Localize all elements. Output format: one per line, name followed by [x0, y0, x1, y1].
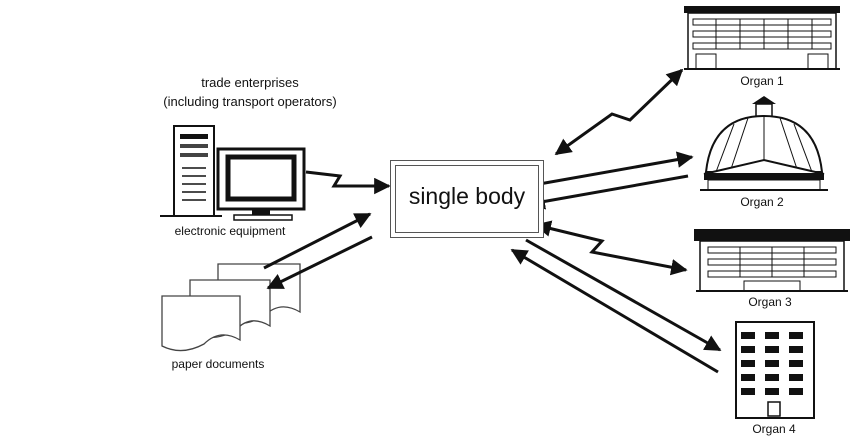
electronic-to-hub-arrow — [305, 170, 391, 195]
organ3-hub-arrow — [534, 220, 688, 276]
organ-4-label: Organ 4 — [752, 422, 796, 436]
electronic-equipment-label: electronic equipment — [174, 224, 286, 238]
paper-to-hub-arrow — [263, 212, 372, 270]
hub-to-organ2-arrow — [527, 151, 694, 188]
paper-documents-icon — [161, 263, 301, 352]
organ1-hub-arrow — [554, 68, 684, 156]
computer-icon — [160, 125, 306, 221]
office-building-icon — [684, 6, 840, 70]
single-body-inner-frame — [395, 165, 539, 233]
tower-building-icon — [735, 321, 815, 419]
single-body-box: single body — [390, 160, 544, 238]
hub-to-paper-arrow — [266, 235, 373, 290]
trade-enterprises-subtitle: (including transport operators) — [163, 94, 337, 109]
hub-to-organ4-arrow — [525, 238, 722, 352]
organ-1-label: Organ 1 — [740, 74, 784, 88]
organ-3-label: Organ 3 — [748, 295, 792, 309]
organ-2-label: Organ 2 — [740, 195, 784, 209]
government-building-icon — [694, 229, 850, 292]
single-body-label: single body — [408, 183, 526, 209]
organ4-to-hub-arrow — [510, 248, 719, 374]
domed-building-icon — [700, 96, 828, 191]
trade-enterprises-title: trade enterprises — [201, 75, 299, 90]
organ2-to-hub-arrow — [528, 174, 689, 210]
paper-documents-label: paper documents — [171, 357, 265, 371]
